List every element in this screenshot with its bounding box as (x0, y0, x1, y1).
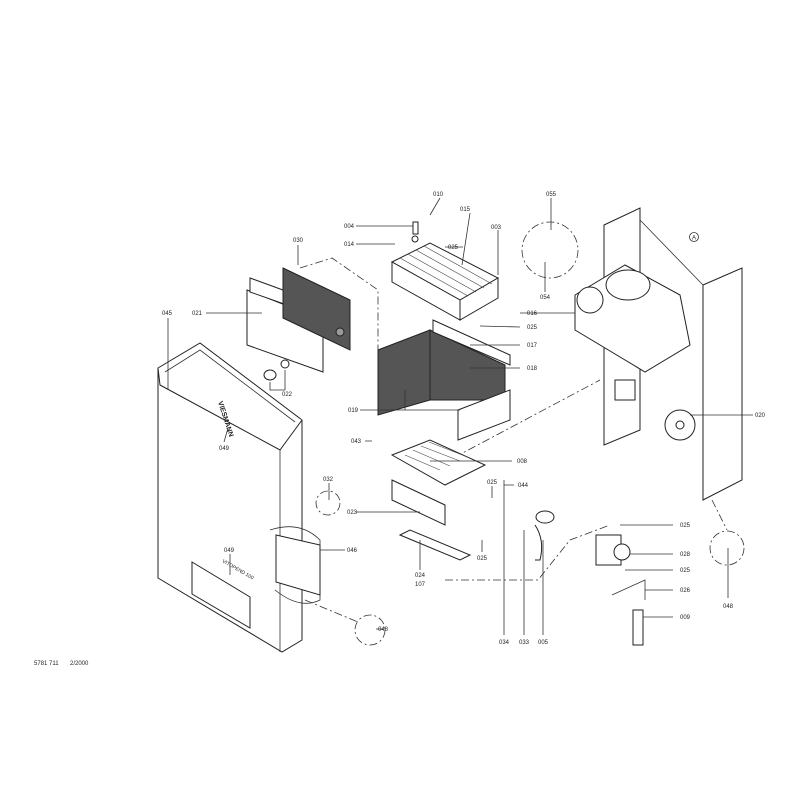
label-025: 025 (448, 245, 459, 251)
label-054: 054 (540, 295, 551, 301)
label-004: 004 (344, 224, 355, 230)
label-005: 005 (538, 640, 549, 646)
label-049: 049 (219, 446, 230, 452)
label-015: 015 (460, 207, 471, 213)
label-025: 025 (477, 556, 488, 562)
detail-circle-054 (521, 221, 579, 279)
footer: 5781 711 2/2000 (34, 661, 89, 667)
heat-exchanger-015 (390, 221, 500, 321)
insulation-030 (282, 267, 351, 351)
label-045: 045 (162, 311, 173, 317)
control-panel-046 (269, 526, 321, 604)
label-048: 048 (723, 604, 734, 610)
reference-circle-a (689, 232, 699, 242)
label-049: 049 (224, 548, 235, 554)
label-032: 032 (323, 477, 334, 483)
label-ref-a: A (692, 236, 696, 242)
leader-lines (167, 197, 753, 635)
gas-valve-028 (595, 534, 646, 646)
sight-glass-022 (263, 359, 290, 381)
part-labels: 010 004 015 003 014 025 030 021 045 025 … (162, 192, 766, 646)
label-043: 043 (351, 439, 362, 445)
label-021: 021 (192, 311, 203, 317)
detail-circles (304, 490, 745, 646)
label-016: 016 (527, 311, 538, 317)
label-028: 028 (680, 552, 691, 558)
label-024: 024 (415, 573, 426, 579)
label-014: 014 (344, 242, 355, 248)
label-107: 107 (415, 582, 426, 588)
label-025: 025 (680, 568, 691, 574)
document-number: 5781 711 (34, 661, 59, 667)
label-025: 025 (487, 480, 498, 486)
label-022: 022 (282, 392, 293, 398)
label-055: 055 (546, 192, 557, 198)
fan-020 (614, 379, 696, 441)
label-009: 009 (680, 615, 691, 621)
front-casing-045: VIESMANN VITOPEND 100 (157, 342, 303, 653)
label-044: 044 (518, 483, 529, 489)
label-033: 033 (519, 640, 530, 646)
label-020: 020 (755, 413, 766, 419)
flue-hood-016 (574, 264, 691, 373)
label-048: 048 (378, 627, 389, 633)
label-025: 025 (680, 523, 691, 529)
combustion-chamber-017 (377, 319, 511, 441)
pipes (503, 480, 555, 565)
label-026: 026 (680, 588, 691, 594)
burner-008 (390, 439, 487, 561)
label-023: 023 (347, 510, 358, 516)
label-046: 046 (347, 548, 358, 554)
label-034: 034 (499, 640, 510, 646)
label-017: 017 (527, 343, 538, 349)
label-018: 018 (527, 366, 538, 372)
label-025: 025 (527, 325, 538, 331)
label-010: 010 (433, 192, 444, 198)
label-019: 019 (348, 408, 359, 414)
label-003: 003 (491, 225, 502, 231)
label-008: 008 (517, 459, 528, 465)
label-030: 030 (293, 238, 304, 244)
document-date: 2/2000 (70, 661, 89, 667)
